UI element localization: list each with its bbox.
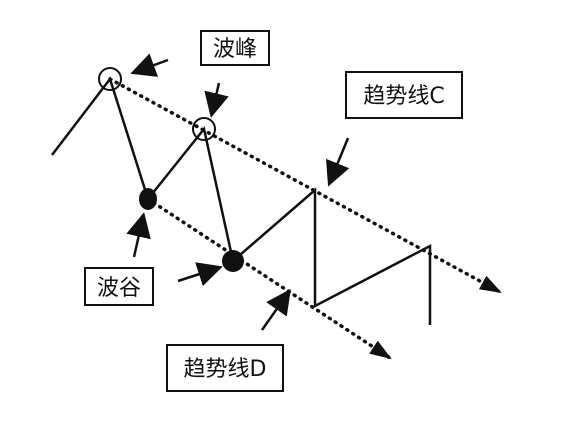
arrow-to-trendline-c <box>326 137 350 187</box>
trendline-d-label-box <box>166 344 284 392</box>
trendline-d-dotted <box>146 197 392 360</box>
peak-marker-2 <box>192 117 216 141</box>
arrow-to-peak-1 <box>130 53 169 77</box>
trough-marker-2 <box>222 250 244 272</box>
arrow-to-peak-2 <box>204 82 229 118</box>
trough-label: 波谷 <box>97 276 141 301</box>
peak-label-box <box>200 30 270 66</box>
trendline-d-label: 趋势线D <box>184 357 267 382</box>
arrow-to-trough-2 <box>177 262 223 287</box>
peak-marker-1 <box>98 67 122 91</box>
arrow-to-trendline-d <box>260 288 291 331</box>
peak-label: 波峰 <box>213 37 257 62</box>
arrow-to-trough-1 <box>126 212 151 258</box>
trendline-c-label-box <box>345 71 463 119</box>
trendline-c-dotted <box>108 77 502 294</box>
trendline-c-label: 趋势线C <box>363 84 444 109</box>
trough-label-box <box>84 267 154 306</box>
trough-marker-1 <box>139 188 157 210</box>
